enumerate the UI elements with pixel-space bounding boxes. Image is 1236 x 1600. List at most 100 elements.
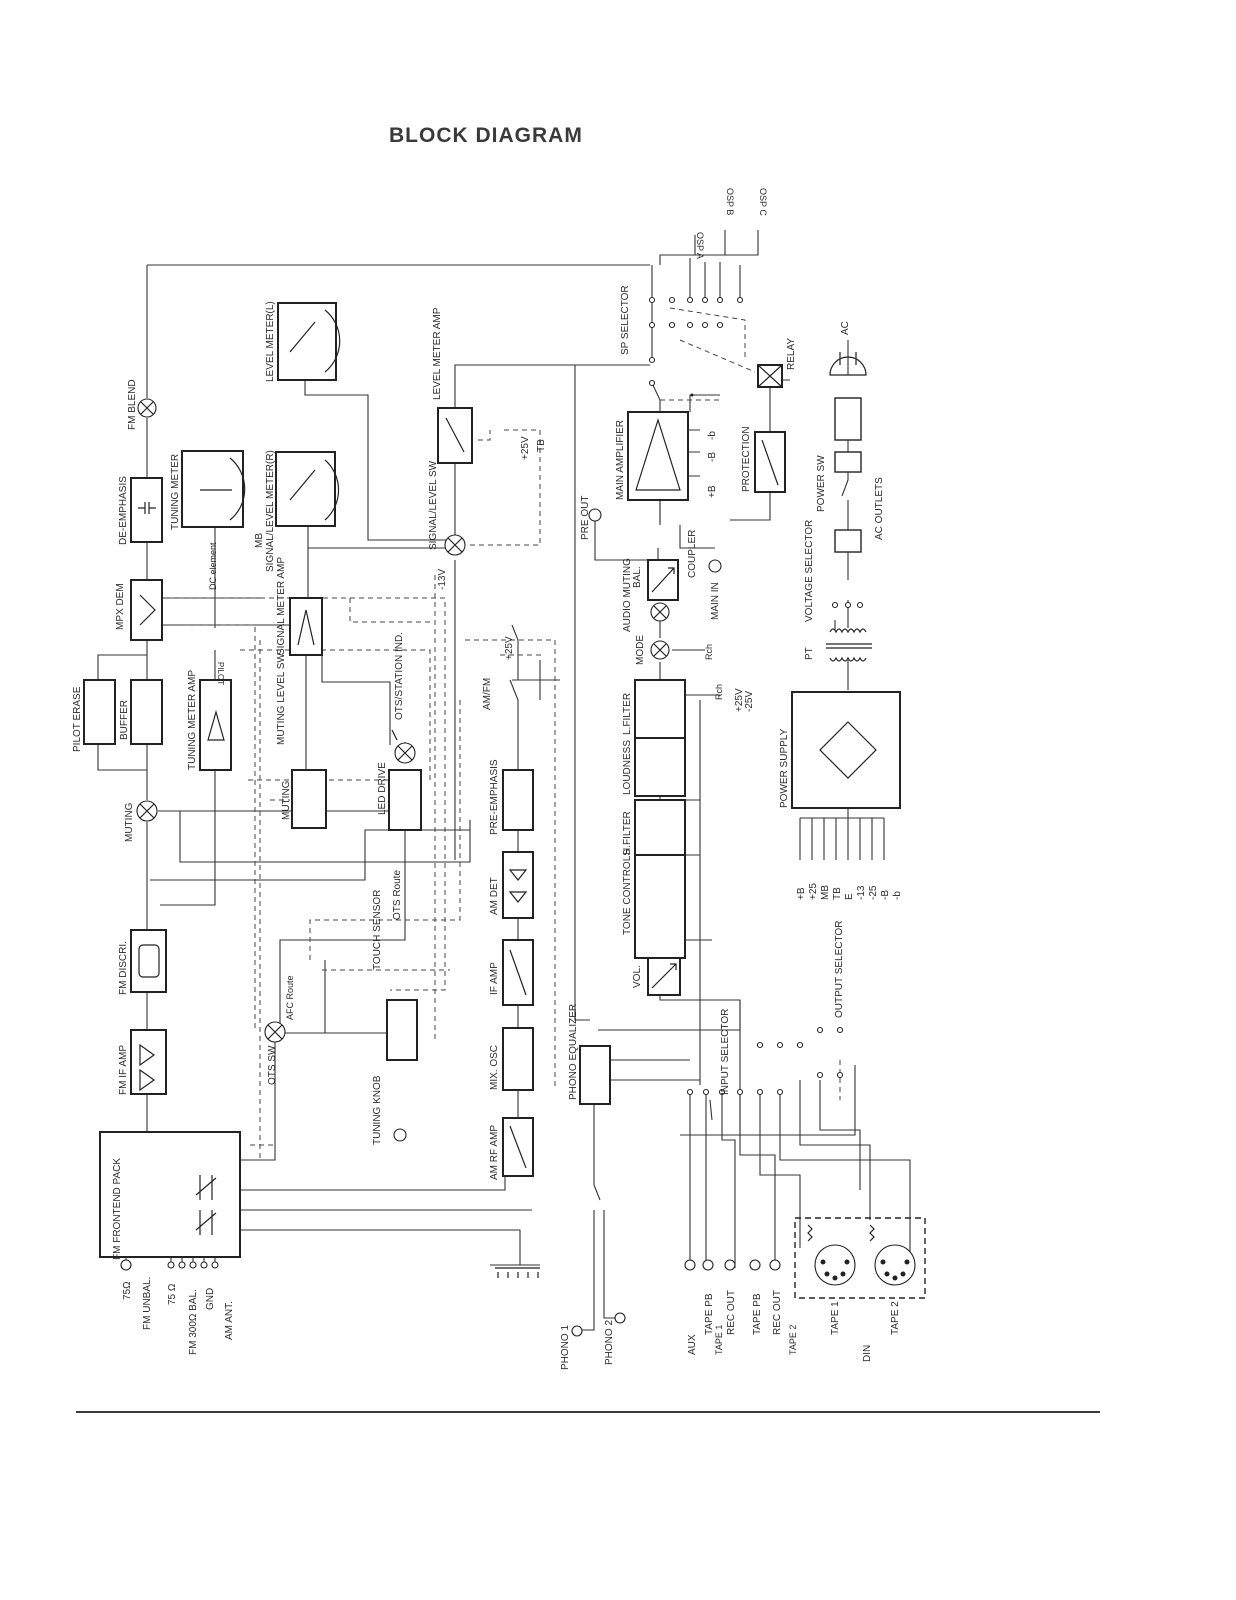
tuning-meter-block [181,450,244,528]
tape-1-din-label: TAPE 1 [830,1301,841,1335]
relay-label: RELAY [786,338,797,370]
phono-equalizer-block [579,1045,611,1105]
ac-outlet-2 [834,451,862,473]
plus25v-c-label: +25V [734,688,745,712]
tape1-label: TAPE 1 [714,1325,724,1355]
pilot-label: PILOT [216,662,225,685]
rec-out-1-label: REC OUT [726,1290,737,1335]
bal-block [647,559,679,601]
tape-2-din-label: TAPE 2 [890,1301,901,1335]
loudness-block [634,737,686,797]
tb-a-label: TB [536,439,547,452]
ant-75-terminal [120,1259,132,1271]
de-emphasis-block [130,477,163,543]
tuning-meter-amp-label: TUNING METER AMP [187,670,198,770]
fm-if-amp-label: FM IF AMP [118,1045,129,1095]
signal-level-sw-label: SIGNAL/LEVEL SW [428,460,439,550]
meters: TUNING METER DC element PILOT MB SIGNAL/… [170,301,422,920]
minus25v-label: -25V [744,691,755,712]
pilot-erase-block [83,679,116,745]
ac-outlet-3 [834,529,862,553]
level-meter-l-label: LEVEL METER(L) [265,301,276,382]
mix-osc-block [502,1027,534,1091]
l-filter-block [634,679,686,739]
de-emphasis-label: DE-EMPHASIS [118,476,129,545]
tone-controls-label: TONE CONTROLS [622,849,633,935]
fm-frontend-pack-label: FM FRONTEND PACK [112,1158,123,1260]
rail-minus25-label: -25 [868,885,879,900]
ma-minus-b1-label: -B [707,452,718,462]
phono1-jack [571,1325,583,1337]
plus25v-b-label: +25V [504,636,515,660]
ac-outlets-label: AC OUTLETS [874,477,885,540]
pre-emphasis-label: PRE-EMPHASIS [489,759,500,835]
mpx-dem-block [130,579,163,641]
bottom-rule [76,1411,1100,1413]
tone-controls-block [634,854,686,959]
rail-plus-b-label: +B [796,887,807,900]
tape2-pb-jack [749,1259,761,1271]
fm-blend-label: FM BLEND [127,379,138,430]
rch-a-label: Rch [704,644,714,660]
transformer-icon [826,628,872,662]
plus25v-a-label: +25V [520,436,531,460]
level-meter-l-block [277,302,337,381]
power-supply-block [791,691,901,809]
tuning-knob-label: TUNING KNOB [372,1075,383,1145]
power-supply-label: POWER SUPPLY [779,728,790,808]
rail-minus13-label: -13 [856,885,867,900]
ant-fm-unbal-label: FM UNBAL. [142,1277,153,1330]
ac-label: AC [840,321,851,335]
aux-label: AUX [687,1334,698,1355]
rch-b-label: Rch [714,684,724,700]
led-drive-label: LED DRIVE [377,762,388,815]
level-meter-amp-block [437,407,473,464]
touch-sensor-block [386,999,418,1061]
am-det-label: AM DET [489,877,500,915]
ant-75-label: 75Ω [122,1281,133,1300]
h-filter-block [634,799,686,856]
power-sw-label: POWER SW [816,455,827,512]
bal-label: BAL. [632,566,643,588]
ant-fm-300-label: FM 300Ω BAL. [188,1289,199,1355]
rail-mb-label: MB [820,885,831,900]
buffer-label: BUFFER [119,700,130,740]
pt-label: PT [804,647,815,660]
rec-out-2-label: REC OUT [772,1290,783,1335]
muting-label: MUTING [124,802,135,842]
tuning-meter-label: TUNING METER [170,454,181,530]
pre-emphasis-block [502,769,534,831]
din-label: DIN [862,1345,873,1362]
main-in-label: MAIN IN [710,582,721,620]
tape2-label: TAPE 2 [788,1325,798,1355]
muting-level-sw-label: MUTING LEVEL SW [276,653,287,745]
phono-equalizer-label: PHONO EQUALIZER [568,1004,579,1100]
ots-station-ind-label: OTS/STATION IND. [394,632,405,720]
tape1-pb-jack [702,1259,714,1271]
am-fm-label: AM/FM [482,678,493,710]
phono-section: PHONO EQUALIZER PHONO 1 PHONO 2 [560,1004,626,1370]
osp-c-label: OSP C [758,188,768,216]
rail-minus-b-small-label: -b [892,891,903,900]
rail-plus25-label: +25 [808,883,819,900]
muting-block [291,769,327,829]
tape-pb-1-label: TAPE PB [704,1293,715,1335]
vol-label: VOL. [632,965,643,988]
voltage-selector-label: VOLTAGE SELECTOR [804,520,815,622]
signal-level-meter-r-label: SIGNAL/LEVEL METER(R) [265,450,276,572]
am-rf-amp-label: AM RF AMP [489,1125,500,1180]
ots-touch: OTS SW AFC Route TOUCH SENSOR TUNING KNO… [264,890,418,1145]
afc-route-label: AFC Route [285,975,295,1020]
power-section: AC POWER SW AC OUTLETS VOLTAGE SELECTOR … [779,321,903,900]
aux-jack [684,1259,696,1271]
audio-muting-label: AUDIO MUTING [622,558,633,632]
tape1-rec-jack [724,1259,736,1271]
sp-selector-section: OSP A OSP B OSP C SP SELECTOR RELAY PROT… [620,188,797,493]
rail-minus-b-label: -B [880,890,891,900]
tuning-knob-icon [393,1128,407,1142]
pilot-erase-label: PILOT ERASE [72,686,83,752]
ant-75-bal-label: 75 Ω [167,1283,178,1305]
mix-osc-label: MIX. OSC [489,1045,500,1090]
touch-sensor-label: TOUCH SENSOR [372,890,383,970]
